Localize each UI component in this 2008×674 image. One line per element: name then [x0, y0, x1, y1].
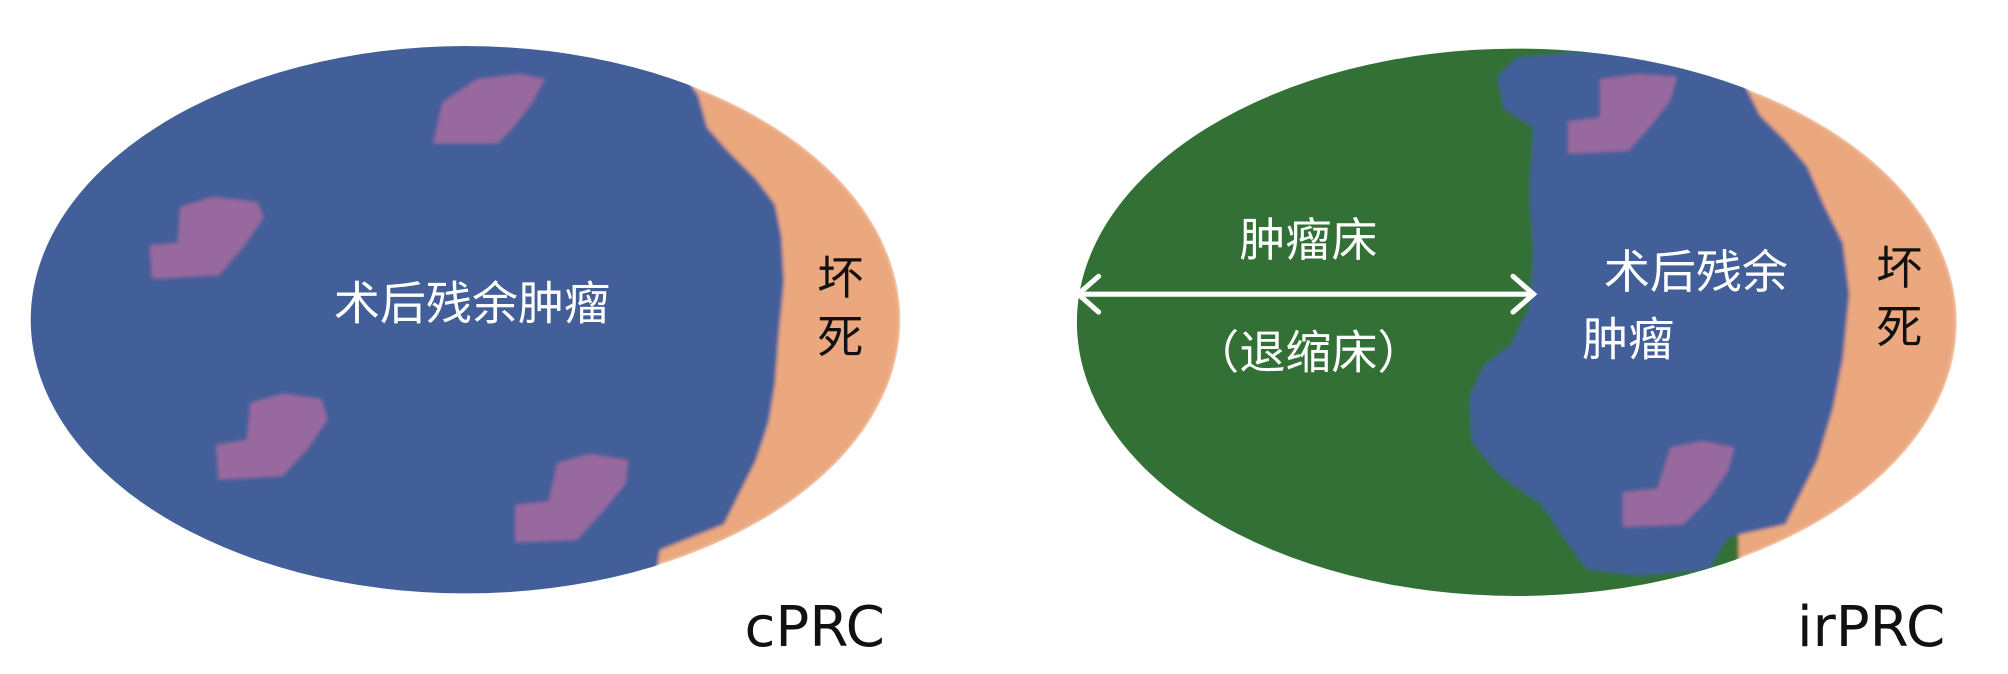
tumor-focus: [216, 393, 328, 480]
regression-bed-label: （退缩床）: [1193, 325, 1423, 379]
left-residual-tumor-label: 术后残余肿瘤: [334, 277, 610, 331]
right-necrosis-label-1: 坏: [1876, 241, 1922, 295]
tumor-focus: [1623, 441, 1735, 527]
tumor-bed-label: 肿瘤床: [1239, 213, 1377, 267]
tumor-focus: [433, 74, 545, 144]
right-necrosis-label-2: 死: [1876, 300, 1922, 354]
irprc-caption: irPRC: [1797, 595, 1945, 660]
left-necrosis-label-2: 死: [817, 310, 863, 364]
tumor-focus: [1568, 74, 1677, 154]
right-residual-tumor-label-1: 术后残余: [1604, 245, 1788, 299]
tumor-focus: [149, 196, 264, 279]
cprc-caption: cPRC: [744, 595, 884, 660]
tumor-focus: [515, 454, 628, 543]
right-residual-tumor-region: [1469, 51, 1850, 576]
left-necrosis-label-1: 坏: [817, 251, 863, 305]
cprc-diagram: [30, 46, 901, 594]
right-residual-tumor-label-2: 肿瘤: [1582, 313, 1674, 367]
double-arrow: [1074, 273, 1538, 315]
left-residual-tumor-region: [30, 46, 785, 594]
irprc-diagram: [1076, 48, 1957, 596]
